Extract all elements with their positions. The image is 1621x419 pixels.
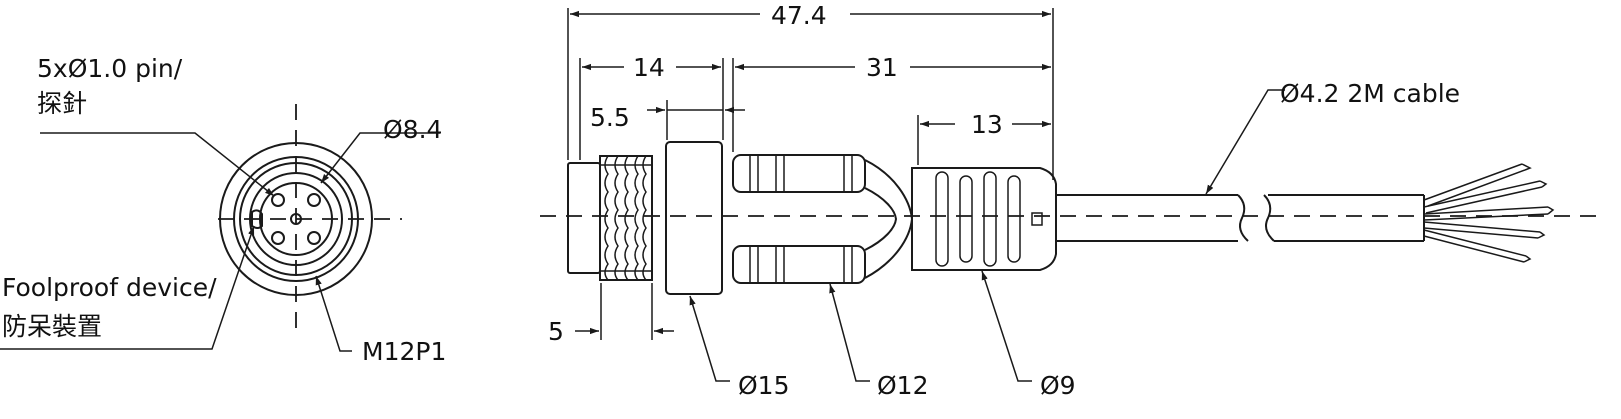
dim-14: 14 [582,53,721,82]
cable [1056,194,1425,242]
pin-center [290,213,302,225]
front-cap [567,162,601,274]
side-view: 47.4 14 31 5.5 13 [540,1,1600,400]
foolproof-label: Foolproof device/ [2,273,217,302]
diameter-leader [320,132,440,184]
dim-31-label: 31 [866,53,898,82]
dia-9-label: Ø9 [1040,371,1076,400]
dim-5-label: 5 [548,317,564,346]
dim-overall: 47.4 [570,1,1051,30]
pin-face [259,182,333,256]
thread-leader [315,275,352,352]
dim-5-5: 5.5 [590,103,745,132]
thread-lines [600,155,652,281]
dia-15-label: Ø15 [738,371,790,400]
pin-2 [307,193,321,207]
wires [1423,163,1555,263]
foolproof-label-zh: 防呆裝置 [2,312,102,341]
dim-overall-label: 47.4 [771,1,827,30]
dia-15-leader: Ø15 [689,295,790,400]
overmold [911,167,1057,271]
dim-14-label: 14 [633,53,665,82]
thread-label: M12P1 [362,337,446,366]
diameter-label: Ø8.4 [383,115,442,144]
coupling-nut [665,141,723,295]
foolproof-leader [0,225,255,350]
dia-12-label: Ø12 [877,371,929,400]
cable-leader: Ø4.2 2M cable [1205,79,1460,195]
outer-ring [219,142,373,296]
dim-5-5-label: 5.5 [590,103,630,132]
cable-label: Ø4.2 2M cable [1280,79,1460,108]
dim-13: 13 [920,110,1051,139]
dia-9-leader: Ø9 [981,270,1076,400]
pin-leader [40,132,275,197]
pin-label-zh: 探針 [37,89,87,118]
extension-lines [567,8,1054,340]
dim-5: 5 [548,317,674,346]
dia-12-leader: Ø12 [829,283,929,400]
insert-ring [249,172,343,266]
pin-3 [271,231,285,245]
pin-label: 5xØ1.0 pin/ [37,54,183,83]
thread-ring-inner [239,162,353,276]
dim-13-label: 13 [971,110,1003,139]
grip-body [732,154,914,284]
dim-31: 31 [735,53,1051,82]
foolproof-key [251,209,263,229]
thread-ring-outer [233,156,359,282]
front-view: 5xØ1.0 pin/ 探針 Ø8.4 Foolproof device/ 防呆… [0,54,446,366]
pin-4 [307,231,321,245]
pin-1 [271,193,285,207]
